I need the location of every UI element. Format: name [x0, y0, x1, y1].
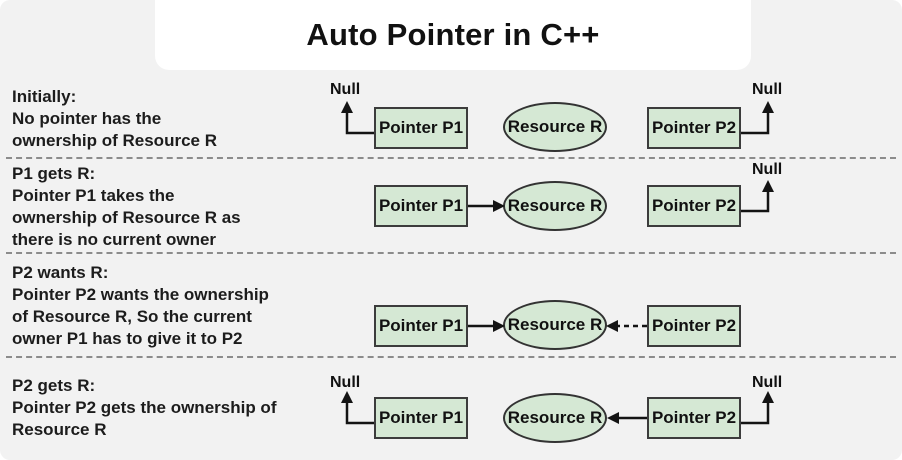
row4-null-left-label: Null [330, 374, 361, 391]
row4-resource-node: Resource R [503, 393, 607, 443]
row2-caption: P1 gets R: Pointer P1 takes the ownershi… [12, 164, 241, 249]
row1-null-right-label: Null [752, 81, 783, 98]
row2-pointer-p1-node: Pointer P1 [374, 185, 468, 227]
page-title: Auto Pointer in C++ [306, 17, 600, 52]
row4-caption: P2 gets R: Pointer P2 gets the ownership… [12, 376, 277, 439]
row4-p2-owns-resource-arrow [607, 412, 647, 424]
row2-resource-node: Resource R [503, 181, 607, 231]
row4-null-right-label: Null [752, 374, 783, 391]
row2-p2-null-arrow [741, 180, 774, 213]
row3-resource-node: Resource R [503, 300, 607, 350]
row1-p1-null-arrow [341, 101, 374, 135]
row-divider [6, 157, 896, 159]
row3-caption: P2 wants R: Pointer P2 wants the ownersh… [12, 263, 269, 348]
row3-pointer-p1-node: Pointer P1 [374, 305, 468, 347]
row4-p1-null-arrow [341, 391, 374, 425]
row4-pointer-p1-node: Pointer P1 [374, 397, 468, 439]
row2-p1-owns-resource-arrow [468, 200, 505, 212]
row2-null-right-label: Null [752, 161, 783, 178]
row3-p1-owns-resource-arrow [468, 320, 505, 332]
row1-pointer-p2-node: Pointer P2 [647, 107, 741, 149]
row1-p2-null-arrow [741, 101, 774, 135]
row1-null-left-label: Null [330, 81, 361, 98]
row3-pointer-p2-node: Pointer P2 [647, 305, 741, 347]
title-card: Auto Pointer in C++ [155, 0, 751, 70]
row-divider [6, 252, 896, 254]
row3-p2-wants-resource-dashed-arrow [606, 320, 647, 332]
row4-p2-null-arrow [741, 391, 774, 425]
row-divider [6, 356, 896, 358]
row1-resource-node: Resource R [503, 102, 607, 152]
row1-caption: Initially: No pointer has the ownership … [12, 87, 217, 150]
row1-pointer-p1-node: Pointer P1 [374, 107, 468, 149]
row4-pointer-p2-node: Pointer P2 [647, 397, 741, 439]
row2-pointer-p2-node: Pointer P2 [647, 185, 741, 227]
